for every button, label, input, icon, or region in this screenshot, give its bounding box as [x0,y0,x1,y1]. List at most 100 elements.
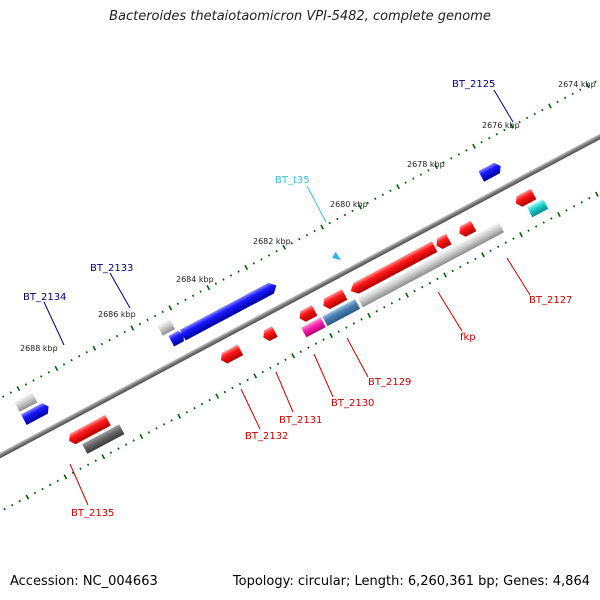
inner-tick [109,451,113,454]
gene-label-bt2129[interactable]: BT_2129 [368,377,411,388]
inner-tick [132,439,135,442]
gene-arrow-bt2127-a[interactable] [513,188,537,209]
tick-row-inner [3,191,599,511]
outer-tick [374,197,377,201]
gene-arrow-bt2132[interactable] [218,344,244,366]
outer-tick [54,365,59,371]
tick-label-2682: 2682 kbp [253,237,291,246]
leader-bt2129 [346,337,369,378]
outer-tick [275,250,278,253]
leader-bt2135 [69,463,89,506]
outer-tick [518,120,521,124]
leader-bt2127 [506,257,531,296]
gene-arrow-bt2129[interactable] [321,289,348,311]
gene-arrow-bt2127-b[interactable] [434,233,452,251]
gene-label-bt2134[interactable]: BT_2134 [23,292,66,303]
gene-fkp-pseudo[interactable] [357,222,505,308]
outer-tick [541,108,544,112]
outer-tick [594,80,597,83]
outer-tick [328,221,331,225]
outer-tick [579,88,582,92]
outer-tick [298,237,301,241]
outer-tick [161,310,164,314]
gene-bt2129-rna[interactable] [322,299,361,327]
gene-arrow-bt2135[interactable] [66,414,111,446]
inner-tick [33,491,37,495]
inner-tick [360,318,363,321]
gene-label-bt-t35[interactable]: BT_t35 [275,175,310,186]
inner-tick [497,245,500,248]
outer-tick [206,285,211,291]
gene-arrow-bt2131[interactable] [261,326,278,343]
gene-label-bt2135[interactable]: BT_2135 [71,508,114,519]
inner-tick [527,229,530,232]
gene-arrow-bt2134[interactable] [168,329,186,347]
tick-label-2684: 2684 kbp [176,275,214,284]
gene-left-edge-pseudo[interactable] [14,392,38,412]
inner-tick [542,221,545,224]
inner-tick [474,257,477,261]
outer-tick [176,302,180,306]
rna-marker-bt-t35[interactable] [330,251,342,263]
gene-arrow-left-edge[interactable] [21,401,51,425]
inner-tick [588,197,591,200]
outer-tick [92,345,97,351]
gene-label-bt2132[interactable]: BT_2132 [245,431,288,442]
outer-tick [282,244,287,250]
outer-tick [366,201,369,205]
outer-tick [351,209,354,213]
inner-tick [398,297,401,301]
leader-bt2131 [275,371,294,413]
outer-tick [222,278,225,281]
gene-label-bt2131[interactable]: BT_2131 [279,415,322,426]
inner-tick [193,406,196,410]
inner-tick [79,467,82,471]
inner-tick [291,353,296,359]
inner-tick [86,463,90,467]
gene-label-bt2125[interactable]: BT_2125 [452,79,495,90]
gene-arrow-bt2125[interactable] [478,161,503,182]
leader-bt2132 [240,388,261,430]
gene-bt2127-rna[interactable] [527,199,549,218]
gene-bt2135-pseudo[interactable] [82,424,125,454]
inner-tick [238,382,242,386]
outer-tick [214,282,218,285]
gene-arrow-fkp[interactable] [348,241,438,296]
outer-tick [123,330,126,334]
gene-labels: BT_2125 BT_t35 BT_2133 BT_2134 BT_2127 f… [23,79,572,519]
outer-tick [563,96,567,100]
gene-arrow-bt2133[interactable] [179,280,279,341]
gene-arrow-bt2127[interactable] [457,220,477,239]
outer-tick [108,338,111,342]
inner-tick [124,443,128,446]
tick-label-2688: 2688 kbp [20,344,58,353]
inner-tick [329,332,334,339]
outer-tick [525,116,529,120]
inner-tick [215,393,220,399]
inner-tick [307,346,310,349]
outer-tick [244,264,249,271]
gene-label-bt2133[interactable]: BT_2133 [90,263,133,274]
inner-tick [466,261,469,265]
gene-bt2130-misc[interactable] [301,317,326,338]
tick-label-2686: 2686 kbp [98,310,136,319]
inner-tick [550,217,553,220]
genome-summary-text: Topology: circular; Length: 6,260,361 bp… [232,574,590,589]
inner-tick [519,232,523,238]
inner-tick [436,277,439,281]
tick-label-2680: 2680 kbp [330,200,368,209]
gene-arrow-bt2130[interactable] [297,305,318,324]
gene-bt2134-pseudo[interactable] [157,319,176,336]
inner-tick [367,312,371,318]
outer-tick [2,395,5,398]
gene-label-bt2127[interactable]: BT_2127 [529,295,572,306]
outer-tick [571,92,574,96]
outer-tick [184,298,187,301]
outer-tick [434,163,438,170]
outer-tick [480,141,483,144]
inner-tick [572,205,576,208]
outer-tick [450,157,453,160]
outer-tick [488,136,491,140]
gene-label-fkp[interactable]: fkp [460,332,476,343]
gene-label-bt2130[interactable]: BT_2130 [331,398,374,409]
